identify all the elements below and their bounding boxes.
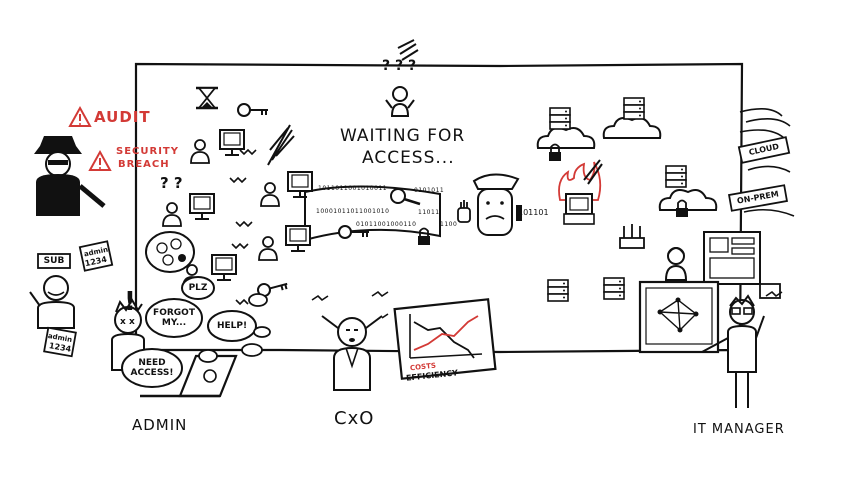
- server-icon: [665, 165, 687, 188]
- warning-icon: [88, 149, 112, 171]
- sub-sign-text: SUB: [43, 256, 65, 266]
- admin-label: ADMIN: [132, 416, 188, 434]
- exclamation-mark: !: [124, 287, 136, 317]
- speech-bubble: [121, 348, 183, 388]
- admin-card: [78, 240, 114, 272]
- dashboard-screen: [703, 231, 761, 285]
- speech-bubble: [145, 298, 203, 338]
- scribble-mark: [765, 290, 783, 298]
- waiting-caption-line1: WAITING FOR: [340, 126, 466, 146]
- cxo-person: [321, 315, 383, 391]
- user-icon: [260, 182, 280, 207]
- audit-label: AUDIT: [94, 108, 151, 126]
- wind-lines: [739, 108, 791, 139]
- cloud-icon: [602, 117, 662, 139]
- router-icon: [619, 224, 645, 249]
- scribble-mark: [267, 124, 295, 166]
- hacker-figure: [34, 136, 106, 216]
- server-icon: [623, 97, 645, 120]
- hourglass-icon: [196, 86, 218, 110]
- angry-faces-bubble: [145, 231, 195, 273]
- network-map-screen: [638, 280, 720, 354]
- security-breach-line1: SECURITY: [116, 146, 179, 157]
- squiggle-mark: [231, 242, 249, 250]
- binary-row3: 01011001000110: [356, 221, 417, 228]
- bubble-forgot-line2: MY...: [161, 318, 187, 328]
- binary-small: 101101: [518, 208, 549, 217]
- bubble-need-access-line1: NEED: [138, 358, 166, 368]
- question-marks: ? ? ?: [382, 58, 416, 74]
- speech-bubble: [181, 276, 215, 300]
- user-icon: [190, 139, 210, 164]
- speech-bubble: [207, 310, 257, 342]
- sub-cap: [37, 253, 71, 269]
- stop-hand-icon: [457, 200, 471, 223]
- data-pipeline: [304, 185, 441, 242]
- cxo-label: CxO: [334, 408, 375, 429]
- squiggle-mark: [235, 298, 249, 306]
- binary-row1b: 0101011: [414, 187, 445, 194]
- squiggle-mark: [239, 148, 257, 156]
- cost-efficiency-chart: [393, 298, 497, 380]
- bubble-need-access-line2: ACCESS!: [130, 368, 174, 378]
- worried-person: [385, 86, 415, 117]
- key-icon: [237, 103, 269, 117]
- onprem-sign: [727, 184, 789, 212]
- admin-card: [43, 326, 77, 358]
- cloud-icon: [658, 189, 718, 211]
- waiting-caption-line2: ACCESS...: [362, 148, 455, 168]
- server-icon: [603, 277, 625, 300]
- support-agent: [664, 247, 688, 281]
- bubble-help: HELP!: [216, 321, 248, 331]
- binary-row2b: 11011: [418, 209, 440, 216]
- binary-row3b: 1100: [440, 221, 458, 228]
- magnifier-key-icon: [390, 188, 421, 206]
- bubble-plz: PLZ: [188, 283, 208, 293]
- computer-icon: [211, 254, 237, 281]
- squiggle-mark: [229, 176, 247, 184]
- squiggle-mark: [235, 220, 253, 228]
- confused-user-icon: [162, 202, 182, 227]
- bubble-forgot-line1: FORGOT: [153, 308, 195, 318]
- computer-icon: [189, 193, 215, 220]
- cloud-icon: [536, 127, 596, 149]
- stress-lines: [311, 290, 389, 319]
- sub-worker: [29, 275, 75, 329]
- question-marks: ? ?: [160, 174, 183, 192]
- it-manager-person: [701, 294, 765, 408]
- scribble-mark: [397, 39, 419, 61]
- laptop-icon: [140, 354, 238, 398]
- cloud-sign: [737, 136, 791, 164]
- binary-row1: 1011011001010011: [318, 185, 388, 192]
- server-icon: [549, 107, 571, 130]
- scribble-mark: [583, 159, 603, 185]
- padlock-icon: [417, 227, 431, 246]
- svg-text:x x: x x: [120, 317, 135, 327]
- wind-lines: [743, 165, 795, 217]
- gatekeeper-guard: [472, 173, 522, 236]
- warning-icon: [68, 105, 92, 127]
- security-breach-line2: BREACH: [118, 159, 170, 170]
- burning-server-icon: [558, 161, 602, 225]
- user-icon: [258, 236, 278, 261]
- computer-icon: [287, 171, 313, 198]
- binary-row2: 10001011011001010: [316, 208, 390, 215]
- computer-icon: [285, 225, 311, 252]
- it-manager-label: IT MANAGER: [693, 422, 785, 437]
- server-icon: [547, 279, 569, 302]
